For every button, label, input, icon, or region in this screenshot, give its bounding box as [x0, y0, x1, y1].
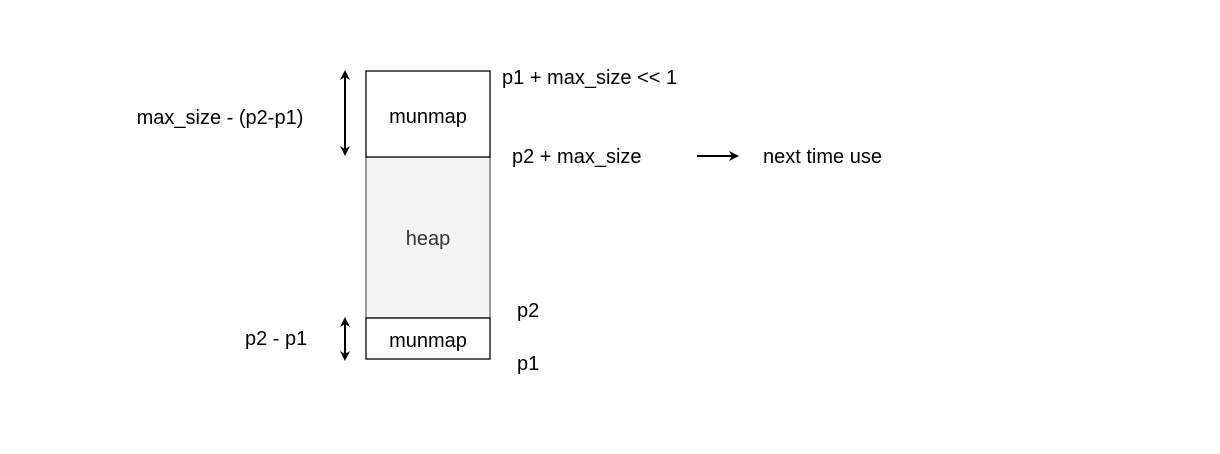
next-use-label: next time use — [763, 146, 882, 168]
top-munmap-label: munmap — [389, 106, 467, 128]
heap-block — [365, 156, 491, 319]
bottom-munmap-block — [365, 317, 491, 360]
heap-label: heap — [406, 228, 451, 250]
bottom-size-label: p2 - p1 — [245, 328, 307, 350]
middle-address-label: p2 + max_size — [512, 146, 642, 168]
p2-label: p2 — [517, 300, 539, 322]
top-munmap-block — [365, 70, 491, 158]
top-address-label: p1 + max_size << 1 — [502, 67, 677, 89]
p1-label: p1 — [517, 353, 539, 375]
top-size-label: max_size - (p2-p1) — [137, 107, 304, 129]
bottom-munmap-label: munmap — [389, 330, 467, 352]
